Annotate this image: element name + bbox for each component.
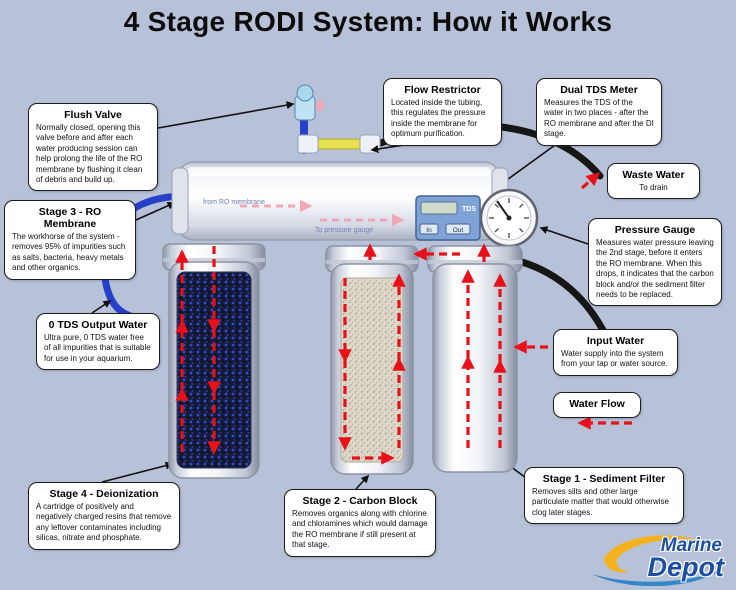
callout-title: Water Flow <box>569 398 625 410</box>
callout-title: Stage 2 - Carbon Block <box>302 495 418 507</box>
callout-body: Water supply into the system from your t… <box>561 349 668 369</box>
carbon-block-media <box>340 277 404 463</box>
callout-waste-water: Waste Water To drain <box>607 163 700 200</box>
tds-meter: TDS In Out <box>415 195 481 241</box>
callout-stage1-sediment-filter: Stage 1 - Sediment Filter Removes silts … <box>524 467 684 525</box>
logo-text-line1: Marine <box>660 535 722 556</box>
tds-in-label: In <box>426 227 432 234</box>
callout-dual-tds-meter: Dual TDS Meter Measures the TDS of the w… <box>536 78 662 146</box>
callout-body: Normally closed, opening this valve befo… <box>36 123 143 184</box>
membrane-flow-arrows-pink <box>240 199 405 227</box>
callout-title: Flush Valve <box>64 109 122 121</box>
logo-swoosh-icon <box>592 535 724 586</box>
stage2-canister <box>325 245 419 475</box>
callout-stage4-deionization: Stage 4 - Deionization A cartridge of po… <box>28 482 180 550</box>
marine-depot-logo: Marine Depot <box>576 528 728 586</box>
callout-body: Ultra pure, 0 TDS water free of all impu… <box>44 333 151 363</box>
callout-title: Pressure Gauge <box>614 224 696 236</box>
tube-fitting-right <box>359 134 381 154</box>
label-from-ro-membrane: from RO membrane <box>203 199 265 206</box>
pressure-gauge <box>479 188 539 253</box>
tds-out-label: Out <box>453 227 464 234</box>
logo-text-line2: Depot <box>647 552 725 582</box>
callout-body: Measures the TDS of the water in two pla… <box>544 98 654 139</box>
callout-flush-valve: Flush Valve Normally closed, opening thi… <box>28 103 158 192</box>
callout-body: To drain <box>639 183 668 192</box>
callout-title: Waste Water <box>622 169 685 181</box>
callout-stage3-ro-membrane: Stage 3 - RO Membrane The workhorse of t… <box>4 200 136 280</box>
callout-flow-restrictor: Flow Restrictor Located inside the tubin… <box>383 78 502 146</box>
callout-title: Flow Restrictor <box>404 84 481 96</box>
callout-stage2-carbon-block: Stage 2 - Carbon Block Removes organics … <box>284 489 436 557</box>
stage1-canister <box>427 245 523 473</box>
callout-pressure-gauge: Pressure Gauge Measures water pressure l… <box>588 218 722 307</box>
callout-water-flow-legend: Water Flow <box>553 392 641 418</box>
tube-fitting-left <box>297 134 319 154</box>
page-title: 4 Stage RODI System: How it Works <box>123 6 613 37</box>
flush-valve-assembly <box>294 84 326 121</box>
callout-title: Input Water <box>586 335 645 347</box>
label-to-pressure-gauge: To pressure gauge <box>315 227 373 234</box>
callout-body: A cartridge of positively and negatively… <box>36 502 172 543</box>
callout-title: Stage 4 - Deionization <box>49 488 159 500</box>
callout-body: Removes silts and other large particulat… <box>532 487 669 517</box>
callout-body: Located inside the tubing, this regulate… <box>391 98 486 139</box>
callout-body: Measures water pressure leaving the 2nd … <box>596 238 714 299</box>
callout-title: 0 TDS Output Water <box>48 319 148 331</box>
callout-body: Removes organics along with chlorine and… <box>292 509 428 550</box>
water-flow-arrows <box>175 172 632 465</box>
tds-meter-label: TDS <box>462 206 476 213</box>
flow-restrictor-tube <box>315 138 363 150</box>
callout-title: Stage 3 - RO Membrane <box>38 206 102 230</box>
callout-title: Dual TDS Meter <box>560 84 638 96</box>
callout-title: Stage 1 - Sediment Filter <box>542 473 666 485</box>
callout-body: The workhorse of the system - removes 95… <box>12 232 126 273</box>
input-tube-black <box>518 258 610 340</box>
callout-0-tds-output-water: 0 TDS Output Water Ultra pure, 0 TDS wat… <box>36 313 160 371</box>
callout-input-water: Input Water Water supply into the system… <box>553 329 678 376</box>
